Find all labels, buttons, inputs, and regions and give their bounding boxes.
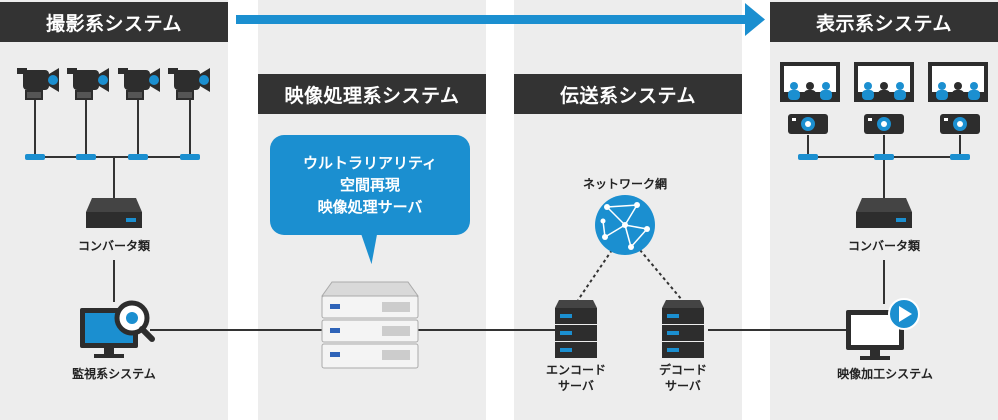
converter-box-icon [86,198,142,228]
video-camera-icon [17,68,59,100]
server-stack-icon [321,281,419,369]
display-bus-connectors [798,154,970,160]
transmission-system-header: 伝送系システム [514,74,742,114]
projector-icon [864,114,904,134]
capture-system-header: 撮影系システム [0,2,228,42]
rack-server-icon [555,300,597,358]
video-camera-icon [118,68,160,100]
encode-label-line-2: サーバ [558,379,594,393]
monitor-search-icon [80,300,155,358]
rack-server-icon [662,300,704,358]
encode-server-label: エンコード サーバ [536,362,616,394]
monitor-play-icon [846,298,920,360]
audience-screen-icon [780,62,840,102]
ultra-reality-server-bubble: ウルトラリアリティ 空間再現 映像処理サーバ [270,135,470,235]
bubble-line-1: ウルトラリアリティ [302,154,438,172]
decode-label-line-2: サーバ [665,379,701,393]
decode-label-line-1: デコード [658,363,707,377]
projector-icon [788,114,828,134]
bubble-line-3: 映像処理サーバ [317,198,423,216]
flow-arrow [236,3,765,36]
audience-screen-icon [928,62,988,102]
capture-bus-connectors [25,154,200,160]
network-label: ネットワーク網 [582,177,667,191]
video-edit-system-label: 映像加工システム [837,367,933,381]
network-links [577,249,683,301]
audience-screen-icon [854,62,914,102]
decode-server-label: デコード サーバ [643,362,723,394]
projector-icon [940,114,980,134]
bubble-line-2: 空間再現 [339,176,400,194]
converter-label-right: コンバータ類 [847,239,920,253]
converter-label-left: コンバータ類 [77,239,150,253]
display-system-header: 表示系システム [770,2,998,42]
monitoring-system-label: 監視系システム [72,367,156,381]
processing-system-header: 映像処理系システム [258,74,486,114]
capture-bus [34,100,191,302]
video-camera-icon [67,68,109,100]
video-camera-icon [168,68,210,100]
converter-box-icon [856,198,912,228]
encode-label-line-1: エンコード [545,363,606,377]
network-globe-icon [595,195,655,255]
